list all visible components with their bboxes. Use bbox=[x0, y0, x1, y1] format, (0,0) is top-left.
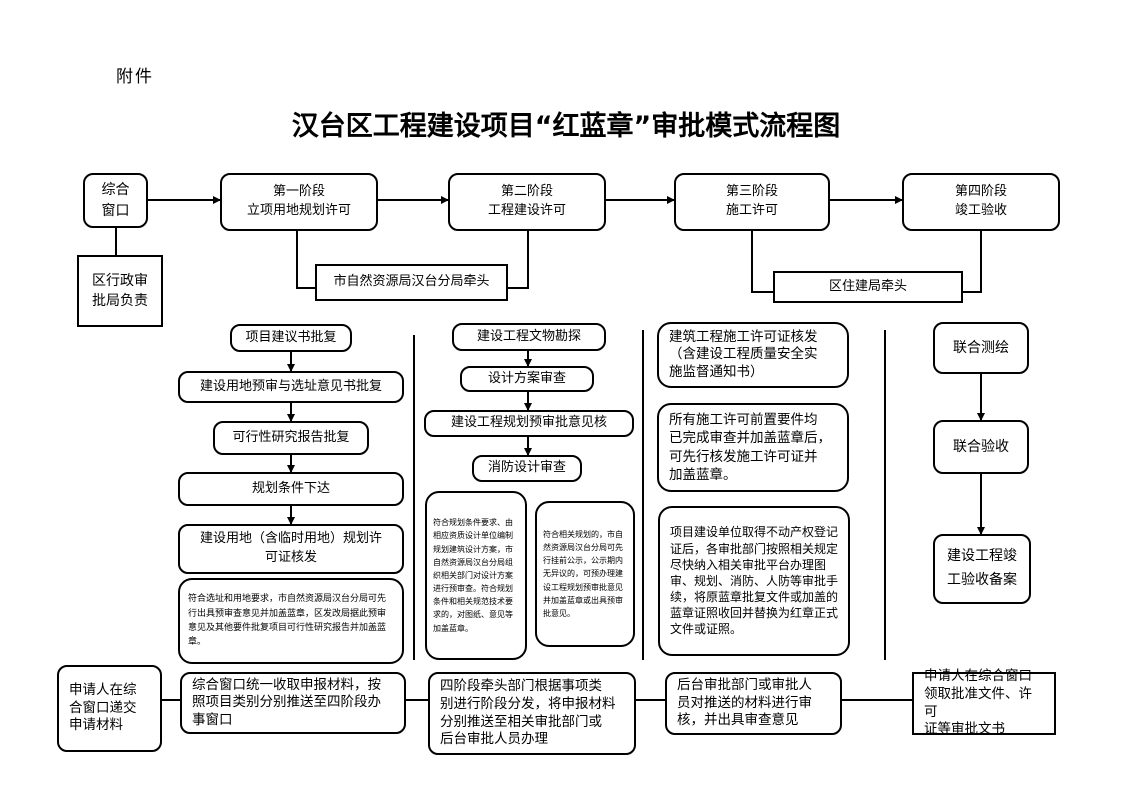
col4-item1: 联合测绘 bbox=[933, 322, 1029, 374]
col1-item1: 项目建议书批复 bbox=[230, 324, 352, 352]
bottom-step4: 后台审批部门或审批人员对推送的材料进行审核，并出具审查意见 bbox=[665, 672, 842, 735]
attachment-label: 附件 bbox=[116, 67, 154, 87]
col4-item2: 联合验收 bbox=[933, 420, 1029, 474]
lead12-box: 市自然资源局汉台分局牵头 bbox=[315, 264, 508, 301]
stage4-box: 第四阶段竣工验收 bbox=[902, 173, 1060, 231]
col2-item1: 建设工程文物勘探 bbox=[452, 323, 606, 351]
bottom-step3: 四阶段牵头部门根据事项类别进行阶段分发，将申报材料分别推送至相关审批部门或后台审… bbox=[428, 672, 636, 755]
col2-item2: 设计方案审查 bbox=[460, 366, 594, 392]
bottom-step2: 综合窗口统一收取申报材料，按照项目类别分别推送至四阶段办事窗口 bbox=[180, 672, 406, 734]
col1-note: 符合选址和用地要求，市自然资源局汉台分局可先行出具预审查意见并加盖蓝章，区发改局… bbox=[178, 578, 404, 664]
page-title: 汉台区工程建设项目“红蓝章”审批模式流程图 bbox=[291, 111, 841, 142]
lead34-box: 区住建局牵头 bbox=[773, 271, 963, 303]
col2-note1: 符合规划条件要求、由相应资质设计单位编制规划建筑设计方案，市自然资源局汉台分局组… bbox=[425, 491, 527, 660]
col1-item4: 规划条件下达 bbox=[178, 472, 404, 506]
col4-item3: 建设工程竣工验收备案 bbox=[933, 534, 1031, 604]
col3-item1: 建筑工程施工许可证核发（含建设工程质量安全实施监督通知书） bbox=[657, 322, 849, 388]
stage1-box: 第一阶段立项用地规划许可 bbox=[220, 173, 378, 231]
bottom-step1: 申请人在综合窗口递交申请材料 bbox=[57, 665, 162, 752]
stage3-box: 第三阶段施工许可 bbox=[674, 173, 830, 231]
col2-item4: 消防设计审查 bbox=[472, 455, 582, 482]
col3-item2: 所有施工许可前置要件均已完成审查并加盖蓝章后，可先行核发施工许可证并加盖蓝章。 bbox=[657, 403, 849, 492]
col1-item3: 可行性研究报告批复 bbox=[213, 421, 369, 455]
window-box: 综合窗口 bbox=[83, 173, 148, 228]
col3-item3: 项目建设单位取得不动产权登记证后，各审批部门按照相关规定尽快纳入相关审批平台办理… bbox=[658, 506, 850, 656]
bottom-step5: 申请人在综合窗口领取批准文件、许可证等审批文书 bbox=[912, 668, 1056, 737]
district-box: 区行政审批局负责 bbox=[77, 255, 163, 327]
col1-item2: 建设用地预审与选址意见书批复 bbox=[178, 371, 404, 403]
stage2-box: 第二阶段工程建设许可 bbox=[448, 173, 606, 231]
col1-item5: 建设用地（含临时用地）规划许可证核发 bbox=[178, 524, 404, 574]
col2-item3: 建设工程规划预审批意见核 bbox=[424, 410, 634, 437]
col2-note2: 符合相关规划的，市自然资源局汉台分局可先行挂前公示，公示期内无异议的，可预办理建… bbox=[535, 501, 635, 647]
